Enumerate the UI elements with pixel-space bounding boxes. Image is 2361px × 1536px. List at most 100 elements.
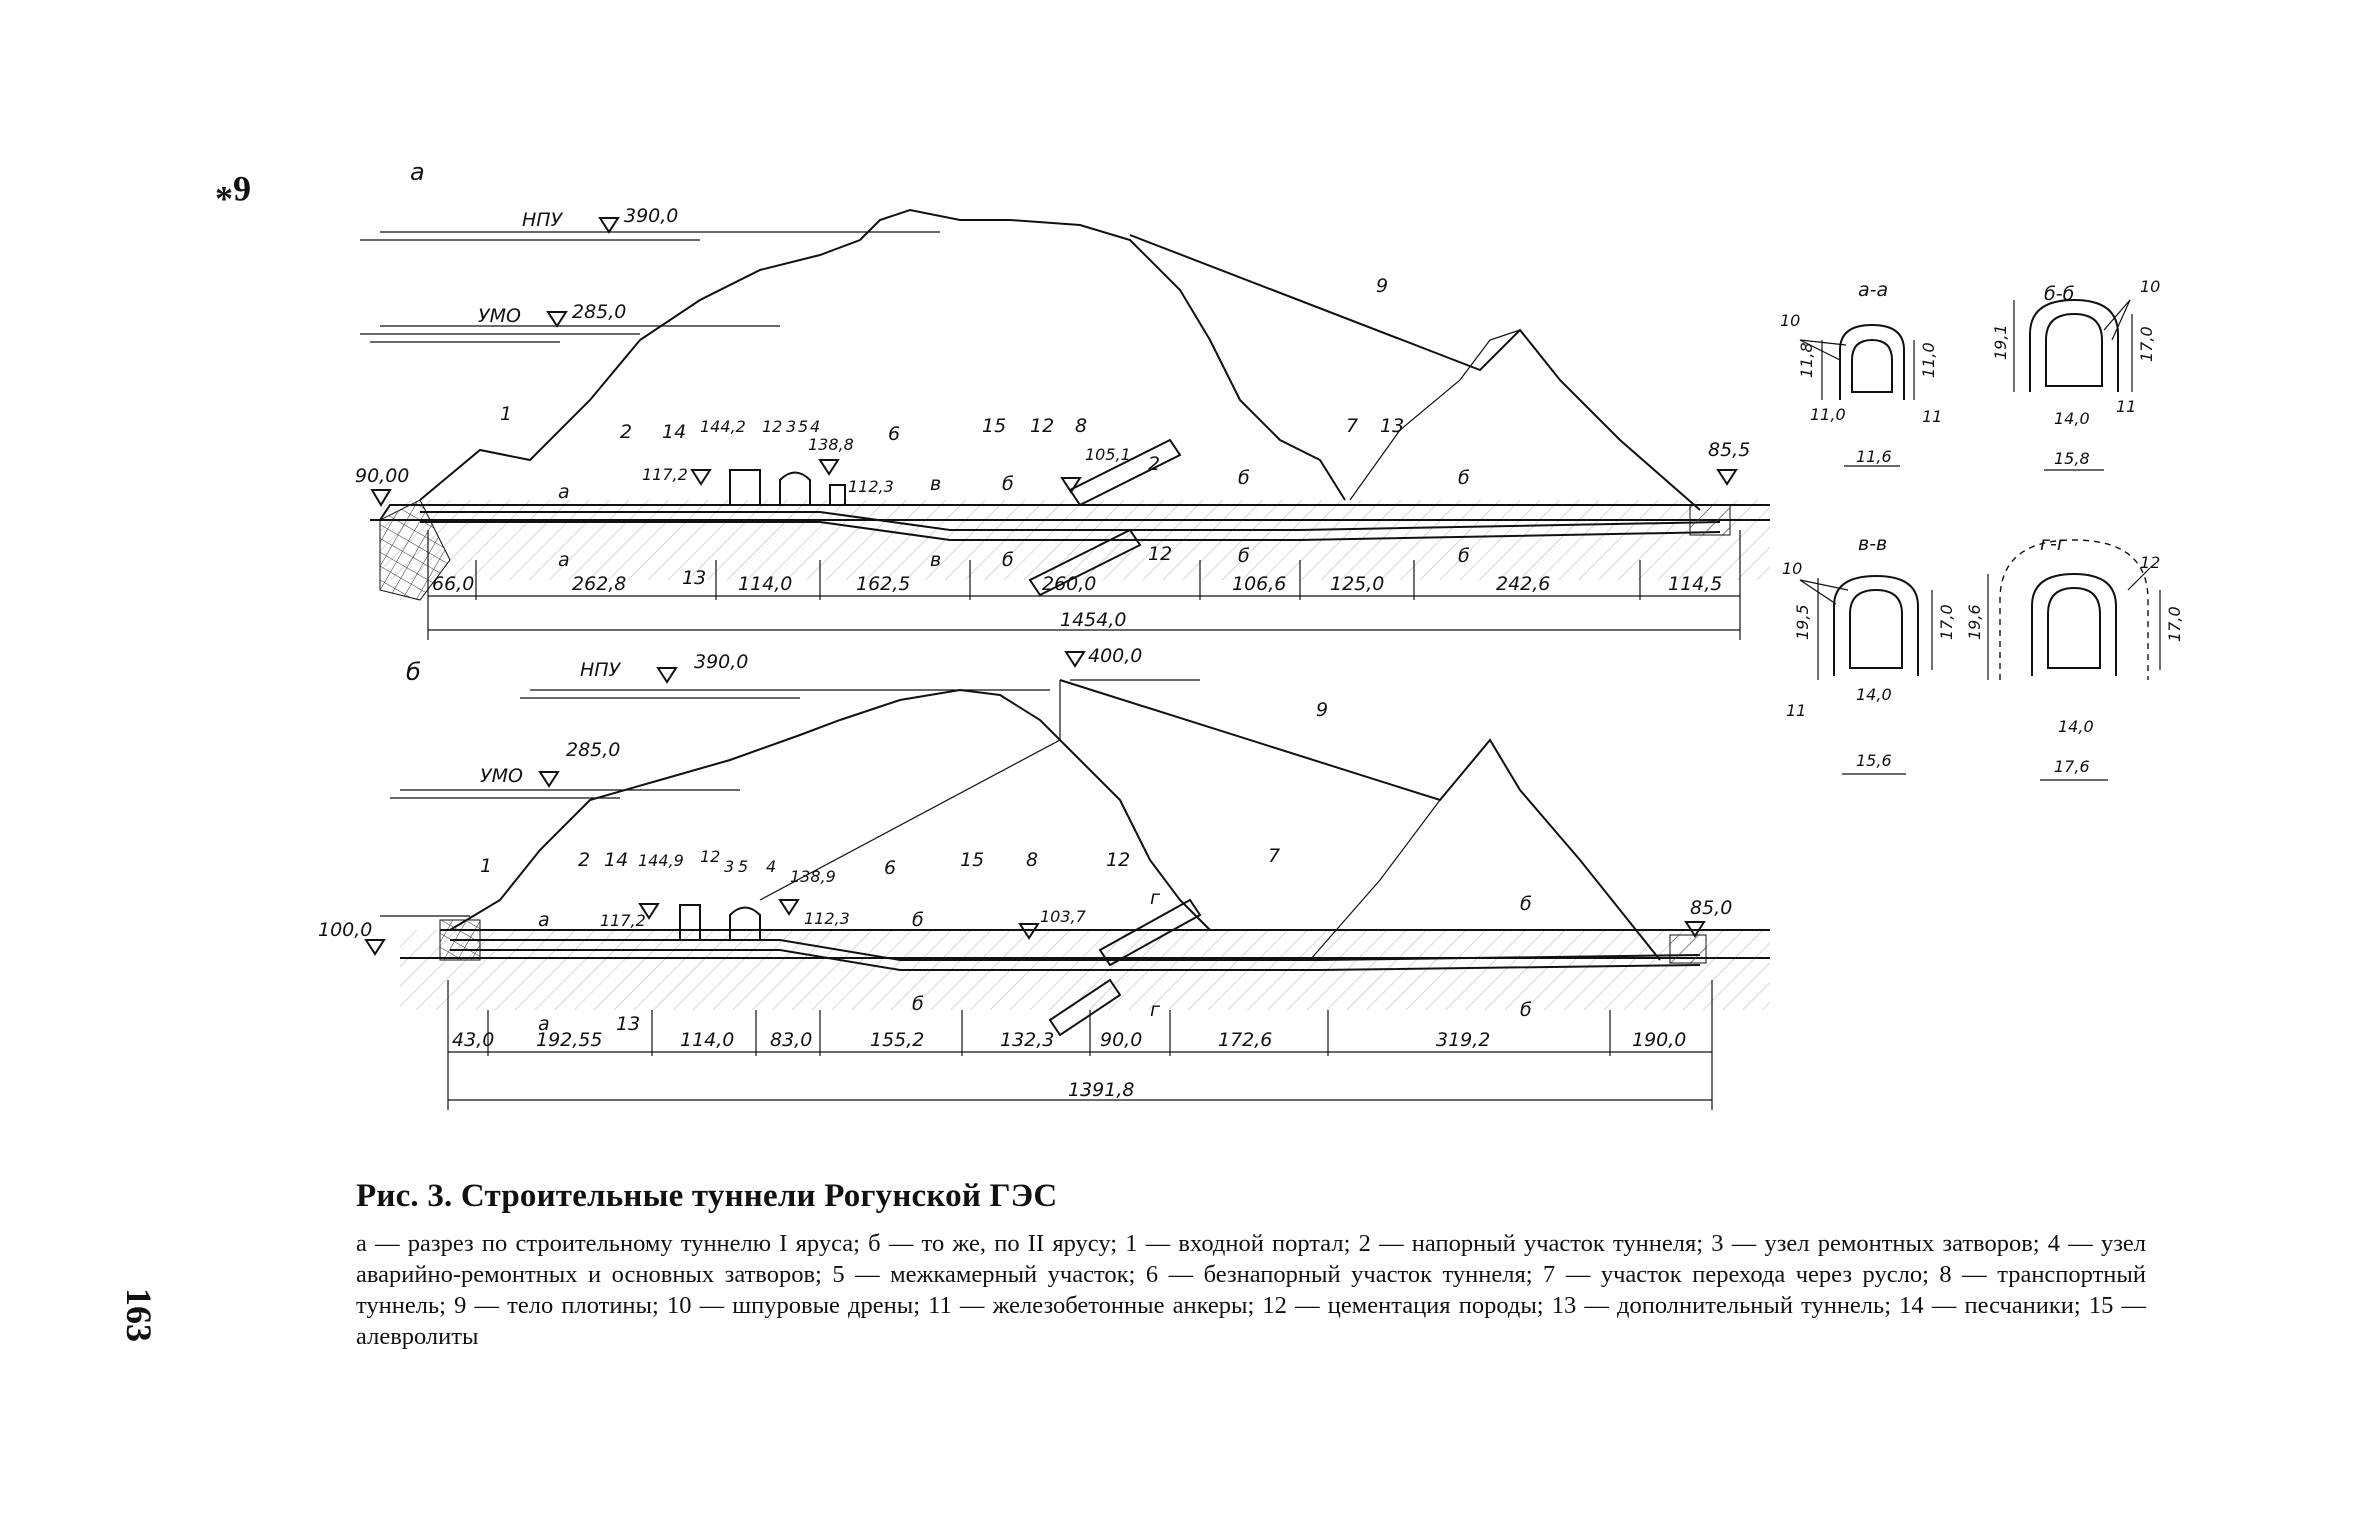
callouts-a: 1 2 14 12 3 5 4 6 15 12 8 13 7 9 13 2 12 [500,275,1404,589]
svg-text:11,6: 11,6 [1856,447,1892,466]
svg-text:12: 12 [1106,849,1130,871]
svg-text:43,0: 43,0 [452,1029,494,1051]
svg-text:13: 13 [616,1013,640,1035]
triangle-down-icon [1716,469,1738,486]
svg-text:12: 12 [762,417,782,436]
svg-text:144,2: 144,2 [700,417,746,436]
svg-text:б: б [1520,893,1532,915]
svg-text:12: 12 [1148,543,1172,565]
npu-label-b: НПУ 390,0 400,0 [580,645,1142,684]
svg-text:6: 6 [884,857,896,879]
svg-text:4: 4 [810,417,820,436]
panel-a: а НПУ 390,0 УМО 285,0 [355,158,1770,640]
svg-text:15,6: 15,6 [1856,751,1892,770]
svg-text:100,0: 100,0 [318,919,372,941]
svg-text:2: 2 [1148,453,1160,475]
tunnel-b [450,898,1707,1037]
cross-section-b-b: б-б 10 11 19,1 17,0 14,0 15,8 [1991,277,2160,471]
triangle-down-icon [538,771,560,788]
svg-text:285,0: 285,0 [572,301,626,323]
svg-text:12: 12 [1030,415,1054,437]
svg-text:11,0: 11,0 [1919,342,1938,378]
section-marks-b: а а б б б б [538,893,1532,1035]
svg-text:172,6: 172,6 [1218,1029,1272,1051]
svg-text:112,3: 112,3 [848,477,894,496]
triangle-down-icon [778,899,800,916]
svg-text:1: 1 [480,855,492,877]
svg-text:14,0: 14,0 [1856,685,1892,704]
svg-text:106,6: 106,6 [1232,573,1286,595]
svg-text:а: а [538,909,550,931]
svg-text:242,6: 242,6 [1496,573,1550,595]
svg-text:17,0: 17,0 [1937,604,1956,640]
svg-text:19,1: 19,1 [1991,324,2010,360]
tunnel-a [420,438,1731,597]
triangle-down-icon [1060,477,1082,494]
svg-text:112,3: 112,3 [804,909,850,928]
svg-text:2: 2 [620,421,632,443]
dam-body-b [1059,679,1661,961]
umo-label-a: УМО 285,0 [478,301,626,328]
svg-text:14: 14 [662,421,686,443]
svg-text:11: 11 [1786,701,1806,720]
svg-text:85,5: 85,5 [1708,439,1750,461]
svg-text:285,0: 285,0 [566,739,620,761]
svg-text:11: 11 [1922,407,1942,426]
cross-section-a-a: а-а 10 11 11,8 11,0 11,0 11,6 [1780,279,1942,467]
svg-text:10: 10 [1782,559,1802,578]
svg-text:4: 4 [766,857,776,876]
svg-text:90,00: 90,00 [355,465,409,487]
panel-b: б НПУ 390,0 400,0 УМО 285,0 [318,645,1770,1110]
svg-text:б: б [1002,549,1014,571]
svg-text:6: 6 [888,423,900,445]
triangle-down-icon [370,489,392,507]
svg-text:114,0: 114,0 [680,1029,734,1051]
svg-text:15: 15 [960,849,984,871]
svg-text:10: 10 [1780,311,1800,330]
triangle-down-icon [1018,923,1040,940]
svg-text:1391,8: 1391,8 [1068,1079,1134,1101]
svg-text:17,0: 17,0 [2137,326,2156,362]
section-marks-a: а а в в б б б б б б [558,467,1470,571]
figure-caption-title: Рис. 3. Строительные туннели Рогунской Г… [356,1178,1058,1214]
svg-text:а-а: а-а [1858,279,1888,301]
svg-text:90,0: 90,0 [1100,1029,1142,1051]
svg-text:г: г [1150,999,1161,1021]
svg-text:3: 3 [786,417,796,436]
umo-label-b: УМО 285,0 [480,739,620,788]
svg-text:а: а [538,1013,550,1035]
triangle-down-icon [598,217,620,234]
water-lines-a [360,231,940,343]
svg-text:б: б [912,909,924,931]
svg-text:УМО: УМО [480,765,523,787]
svg-text:17,6: 17,6 [2054,757,2090,776]
svg-text:13: 13 [682,567,706,589]
svg-text:10: 10 [2140,277,2160,296]
svg-text:85,0: 85,0 [1690,897,1732,919]
svg-text:11: 11 [2116,397,2136,416]
svg-text:11,8: 11,8 [1797,342,1816,378]
svg-text:262,8: 262,8 [572,573,626,595]
svg-text:114,0: 114,0 [738,573,792,595]
elevation-markers-b: 100,0 85,0 144,9 138,9 117,2 112,3 103,7 [318,851,1732,956]
svg-text:103,7: 103,7 [1040,907,1087,926]
svg-text:11,0: 11,0 [1810,405,1846,424]
svg-text:138,9: 138,9 [790,867,836,886]
svg-text:14: 14 [604,849,628,871]
svg-text:15,8: 15,8 [2054,449,2090,468]
svg-text:3: 3 [724,857,734,876]
svg-text:5: 5 [738,857,748,876]
gate-structures-b [679,904,761,940]
svg-text:1454,0: 1454,0 [1060,609,1126,631]
dimension-line-b: 43,0 192,55 114,0 83,0 155,2 132,3 90,0 … [447,980,1713,1110]
panel-a-letter: а [410,158,425,186]
mountain-profile-b [449,688,1211,931]
triangle-down-icon [818,459,840,476]
svg-text:105,1: 105,1 [1085,445,1131,464]
svg-text:б: б [1002,473,1014,495]
svg-text:15: 15 [982,415,1006,437]
svg-text:8: 8 [1075,415,1087,437]
triangle-down-icon [546,311,568,328]
svg-text:а: а [558,481,570,503]
svg-text:12: 12 [2140,553,2160,572]
